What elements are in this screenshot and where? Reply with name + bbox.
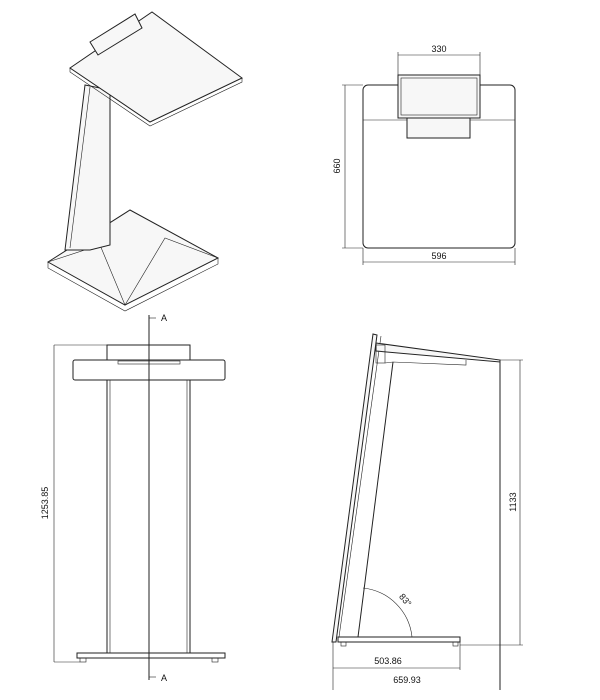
top-view: 330 660 596	[332, 44, 516, 265]
dim-1133: 1133	[508, 492, 518, 511]
side-desk-top	[375, 342, 501, 363]
dim-angle-83: 83°	[397, 592, 414, 609]
dim-330: 330	[431, 44, 446, 54]
dim-596: 596	[431, 251, 446, 261]
section-label-bottom: A	[161, 673, 167, 683]
iso-column	[64, 84, 111, 251]
isometric-view	[47, 11, 243, 312]
dim-660: 660	[332, 158, 342, 173]
section-label-top: A	[161, 313, 167, 323]
dim-503-86: 503.86	[374, 656, 402, 666]
side-front-panel	[331, 333, 378, 643]
dim-659-93: 659.93	[393, 675, 421, 685]
front-view: A A 1253.85	[40, 313, 226, 683]
side-view: 1133 83° 503.86 659.93	[331, 333, 523, 690]
dim-1253-85: 1253.85	[40, 487, 50, 520]
iso-box	[89, 13, 143, 56]
